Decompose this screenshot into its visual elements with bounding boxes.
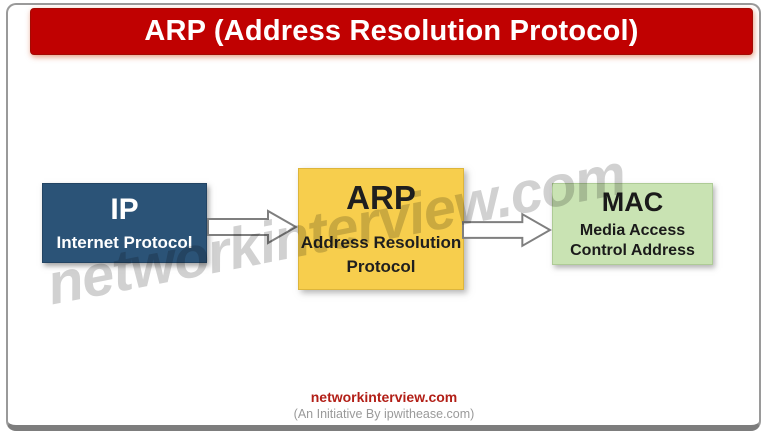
node-mac-label-line1: Media Access: [579, 222, 686, 239]
title-banner: ARP (Address Resolution Protocol): [30, 8, 753, 55]
node-ip-label: Internet Protocol: [56, 233, 193, 252]
page-title: ARP (Address Resolution Protocol): [144, 15, 639, 47]
node-mac: MAC Media Access Control Address: [552, 183, 713, 265]
footer: networkinterview.com (An Initiative By i…: [0, 389, 768, 421]
footer-initiative-text: (An Initiative By ipwithease.com): [293, 407, 475, 421]
node-ip: IP Internet Protocol: [42, 183, 207, 263]
node-mac-label-line2: Control Address: [570, 242, 695, 259]
node-ip-abbr: IP: [110, 193, 139, 226]
connector-arp-to-mac: [462, 212, 552, 248]
right-arrow-icon: [462, 212, 552, 248]
connector-ip-to-arp: [207, 209, 298, 245]
node-arp-label-line1: Address Resolution: [300, 233, 462, 252]
footer-site-text: networkinterview.com: [310, 389, 458, 405]
node-mac-abbr: MAC: [601, 187, 664, 217]
node-arp: ARP Address Resolution Protocol: [298, 168, 464, 290]
right-arrow-icon: [207, 209, 298, 245]
node-arp-abbr: ARP: [346, 179, 416, 216]
node-arp-label-line2: Protocol: [346, 257, 416, 276]
